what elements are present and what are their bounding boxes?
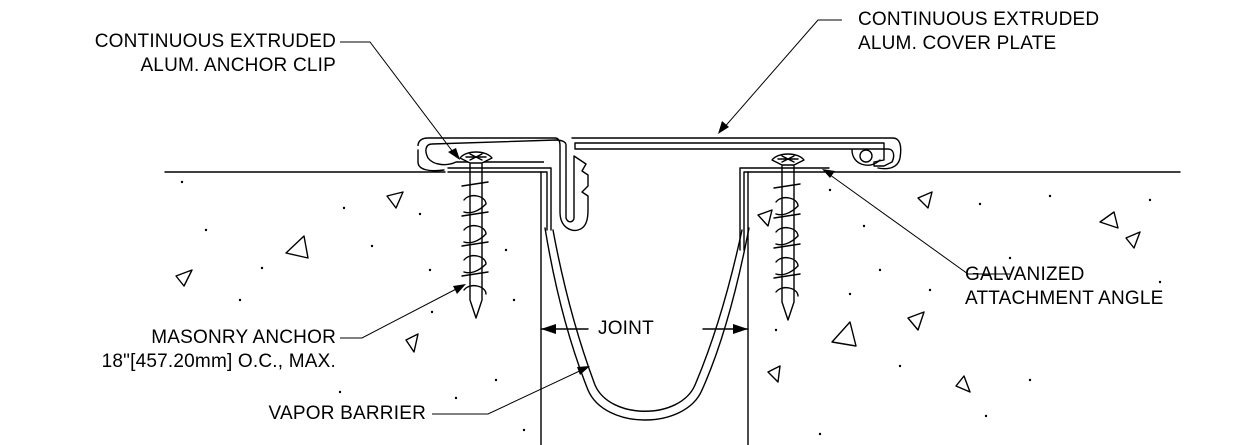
leader-masonry-anchor — [340, 284, 466, 339]
label-masonry-anchor-line1: MASONRY ANCHOR — [151, 327, 336, 348]
label-anchor-clip-line2: ALUM. ANCHOR CLIP — [140, 55, 336, 76]
label-masonry-anchor: MASONRY ANCHOR 18"[457.20mm] O.C., MAX. — [102, 326, 336, 374]
label-anchor-clip: CONTINUOUS EXTRUDED ALUM. ANCHOR CLIP — [95, 30, 336, 78]
joint-dimension — [540, 324, 749, 334]
label-anchor-clip-line1: CONTINUOUS EXTRUDED — [94, 31, 336, 52]
leader-cover-plate — [718, 19, 842, 134]
leader-anchor-clip — [340, 41, 460, 160]
cover-plate — [571, 137, 902, 170]
label-vapor-barrier: VAPOR BARRIER — [268, 403, 426, 424]
leader-attachment-angle — [822, 169, 1010, 275]
attachment-angle-left — [447, 167, 552, 231]
masonry-anchor-screw-left — [459, 151, 493, 319]
label-joint: JOINT — [598, 318, 654, 339]
leader-vapor-barrier — [432, 366, 590, 415]
label-attachment-angle-line2: ATTACHMENT ANGLE — [965, 288, 1164, 309]
anchor-clip — [417, 137, 589, 232]
label-attachment-angle-line1: GALVANIZED — [965, 264, 1085, 285]
concrete-aggregate — [175, 191, 1141, 393]
label-cover-plate-line1: CONTINUOUS EXTRUDED — [858, 9, 1100, 30]
concrete-dots — [180, 180, 1162, 436]
label-attachment-angle: GALVANIZED ATTACHMENT ANGLE — [965, 263, 1164, 311]
cover-plate-bead — [859, 149, 873, 163]
label-cover-plate: CONTINUOUS EXTRUDED ALUM. COVER PLATE — [858, 8, 1099, 56]
label-masonry-anchor-line2: 18"[457.20mm] O.C., MAX. — [101, 351, 336, 372]
vapor-barrier — [544, 227, 750, 421]
attachment-angle-right — [739, 167, 830, 251]
label-cover-plate-line2: ALUM. COVER PLATE — [858, 33, 1057, 54]
masonry-anchor-screw-right — [771, 153, 805, 321]
